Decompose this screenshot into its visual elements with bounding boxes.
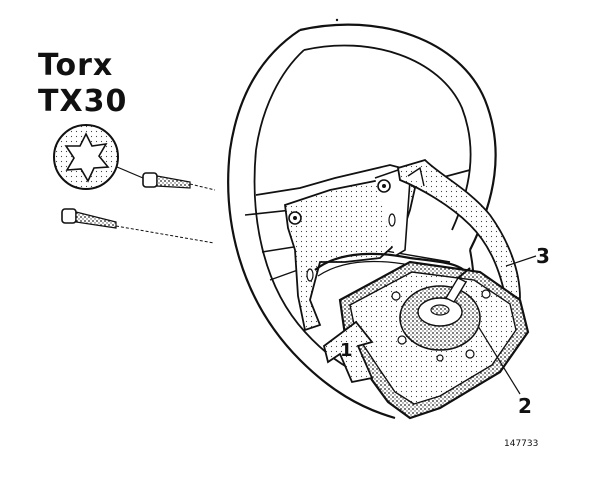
screw-upper (142, 172, 216, 191)
reference-number: 147733 (504, 439, 539, 449)
tool-label-torx: Torx (38, 48, 114, 83)
callout-1: 1 (340, 340, 353, 361)
callout-3: 3 (536, 244, 550, 268)
hub-bracket (284, 169, 416, 332)
stray-mark (335, 18, 339, 22)
leader-2 (477, 325, 521, 395)
torx-socket-icon (53, 124, 119, 190)
screw-lower (61, 208, 215, 244)
cable-loop (314, 252, 471, 277)
tool-label-size: TX30 (38, 84, 128, 119)
airbag-module (338, 260, 530, 420)
leader-socket-screw (116, 166, 144, 179)
callout-2: 2 (518, 394, 532, 418)
removal-arrow-icon (322, 320, 374, 384)
leader-3 (505, 255, 537, 267)
